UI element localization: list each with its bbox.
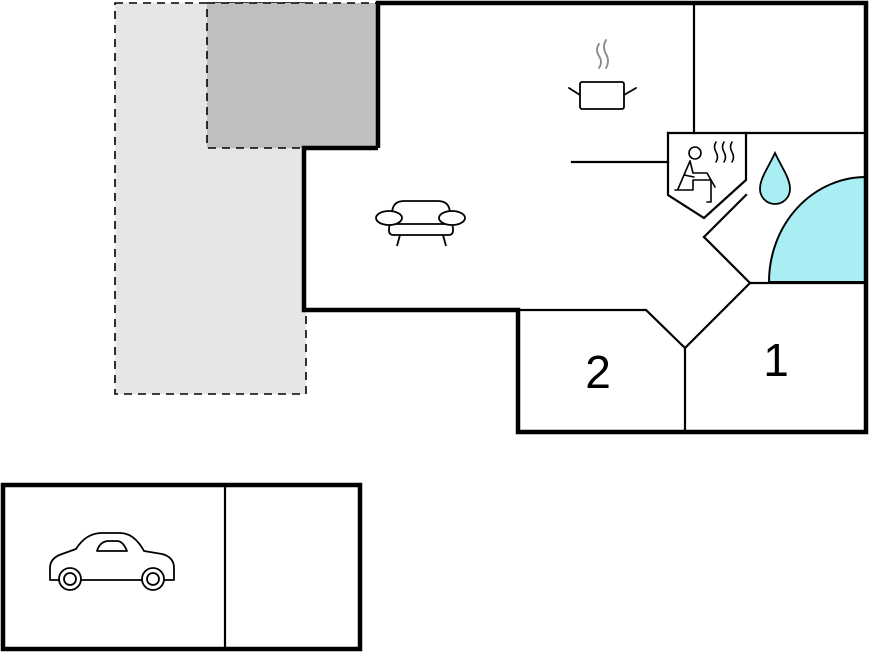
water-drop-icon <box>759 150 791 205</box>
pool-icon <box>767 175 867 283</box>
house-floor <box>304 3 866 432</box>
bedroom-1-label: 1 <box>763 334 789 386</box>
house-outer-wall <box>301 0 869 435</box>
interior-walls <box>516 1 868 434</box>
sauna-icon <box>674 141 735 203</box>
covered-terrace <box>206 2 378 149</box>
cooking-pot-icon <box>568 39 637 110</box>
car-icon <box>49 532 175 591</box>
sofa-chair-icon <box>375 200 466 247</box>
bedroom-2-label: 2 <box>585 346 611 398</box>
